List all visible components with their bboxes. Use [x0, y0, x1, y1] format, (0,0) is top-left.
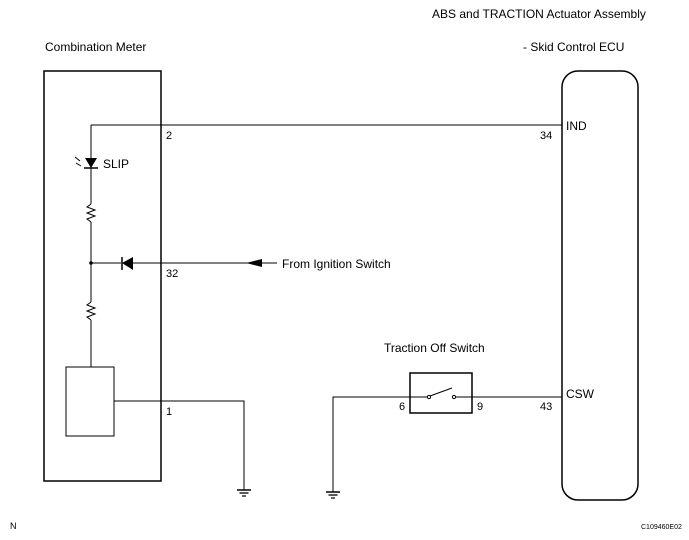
ecu-terminal-ind: IND: [566, 119, 587, 133]
pin-meter-1: 1: [166, 406, 172, 418]
ground-symbol-left-icon: [237, 489, 251, 497]
ignition-diode-icon: [121, 257, 133, 270]
slip-label: SLIP: [103, 157, 129, 171]
slip-indicator-led-icon: [74, 156, 98, 169]
skid-control-ecu-box: [561, 70, 639, 501]
pin-ecu-43: 43: [540, 401, 552, 413]
pin-switch-9: 9: [477, 401, 483, 413]
figure-code: C109460E02: [641, 524, 682, 531]
ecu-assembly-title: ABS and TRACTION Actuator Assembly: [432, 7, 646, 21]
pin-switch-6: 6: [399, 401, 405, 413]
traction-off-switch-label: Traction Off Switch: [384, 341, 485, 355]
ignition-arrow-icon: [246, 259, 262, 267]
combination-meter-box: [43, 70, 162, 482]
meter-driver-block: [65, 366, 115, 437]
from-ignition-switch-label: From Ignition Switch: [282, 257, 391, 271]
traction-off-switch-box: [409, 372, 473, 414]
pin-ecu-34: 34: [540, 130, 552, 142]
wire-switch-ground: [332, 396, 410, 492]
wire-meter-ground: [114, 400, 245, 490]
ecu-subtitle: - Skid Control ECU: [523, 40, 624, 54]
combination-meter-label: Combination Meter: [45, 40, 146, 54]
pin-meter-32: 32: [166, 268, 178, 280]
pin-meter-2: 2: [166, 130, 172, 142]
switch-contact-icon: [410, 387, 472, 400]
corner-mark-n: N: [10, 521, 17, 531]
ecu-terminal-csw: CSW: [566, 387, 595, 401]
resistor-2-icon: [85, 301, 97, 321]
resistor-1-icon: [85, 203, 97, 223]
ground-symbol-right-icon: [326, 491, 340, 499]
